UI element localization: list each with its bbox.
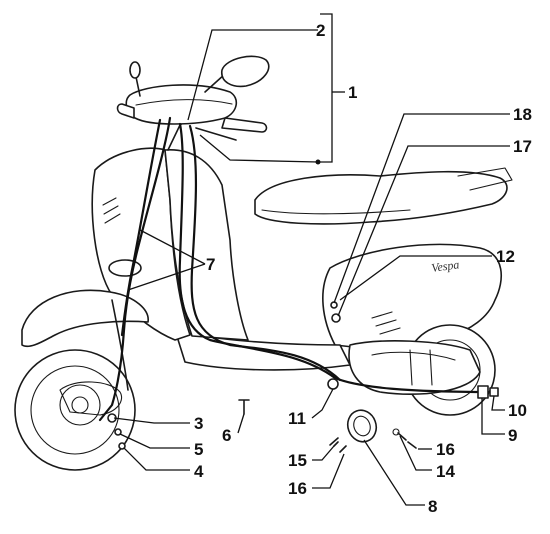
callout-16-left: 16 [288,479,307,498]
front-fender [21,289,149,348]
handlebar-headset [125,84,238,125]
part-4-end [118,442,126,450]
rear-brake-cable [178,122,492,394]
callout-8: 8 [428,497,437,516]
callout-labels: 1 2 18 17 12 7 3 6 5 4 11 10 9 16 14 15 … [194,21,532,516]
callout-2: 2 [316,21,325,40]
part-14-bolt [397,432,407,441]
mirror-right [221,55,270,88]
leg-shield [91,147,191,341]
right-grip [221,117,268,133]
part-10-fitting [489,387,499,397]
callout-3: 3 [194,414,203,433]
callout-6: 6 [222,426,231,445]
callout-1: 1 [348,83,357,102]
scooter-illustration: Vespa [14,55,513,471]
speedometer-cable [120,118,162,337]
callout-11: 11 [288,409,306,428]
left-grip [116,103,135,119]
front-wheel [14,349,136,471]
callout-4: 4 [194,462,204,481]
part-9-fitting [477,385,489,399]
brand-lettering: Vespa [430,257,460,275]
part-16-screw-right [407,441,417,449]
callout-7: 7 [206,255,215,274]
rear-body-panel [322,243,502,351]
part-5-end [114,428,122,436]
callout-12: 12 [496,247,515,266]
leader-lines [113,13,510,506]
callout-15: 15 [288,451,307,470]
throttle-cable [188,124,342,382]
callout-17: 17 [513,137,532,156]
callout-5: 5 [194,440,203,459]
part-6-adjuster [238,399,250,415]
part-8-clamp [346,409,378,443]
part-11-guide [327,378,339,390]
callout-10: 10 [508,401,527,420]
callout-9: 9 [508,426,517,445]
cable-routing [98,116,492,422]
part-16-screw-left [339,445,347,453]
bracket-1 [320,13,333,163]
mirror-left [129,61,141,79]
callout-16-right: 16 [436,440,455,459]
part-15-screw [329,437,339,447]
loose-parts [107,301,499,453]
rear-rack [457,167,513,191]
front-badge [108,259,142,277]
callout-18: 18 [513,105,532,124]
engine-casing [348,340,481,395]
seat [254,170,508,225]
callout-14: 14 [436,462,455,481]
